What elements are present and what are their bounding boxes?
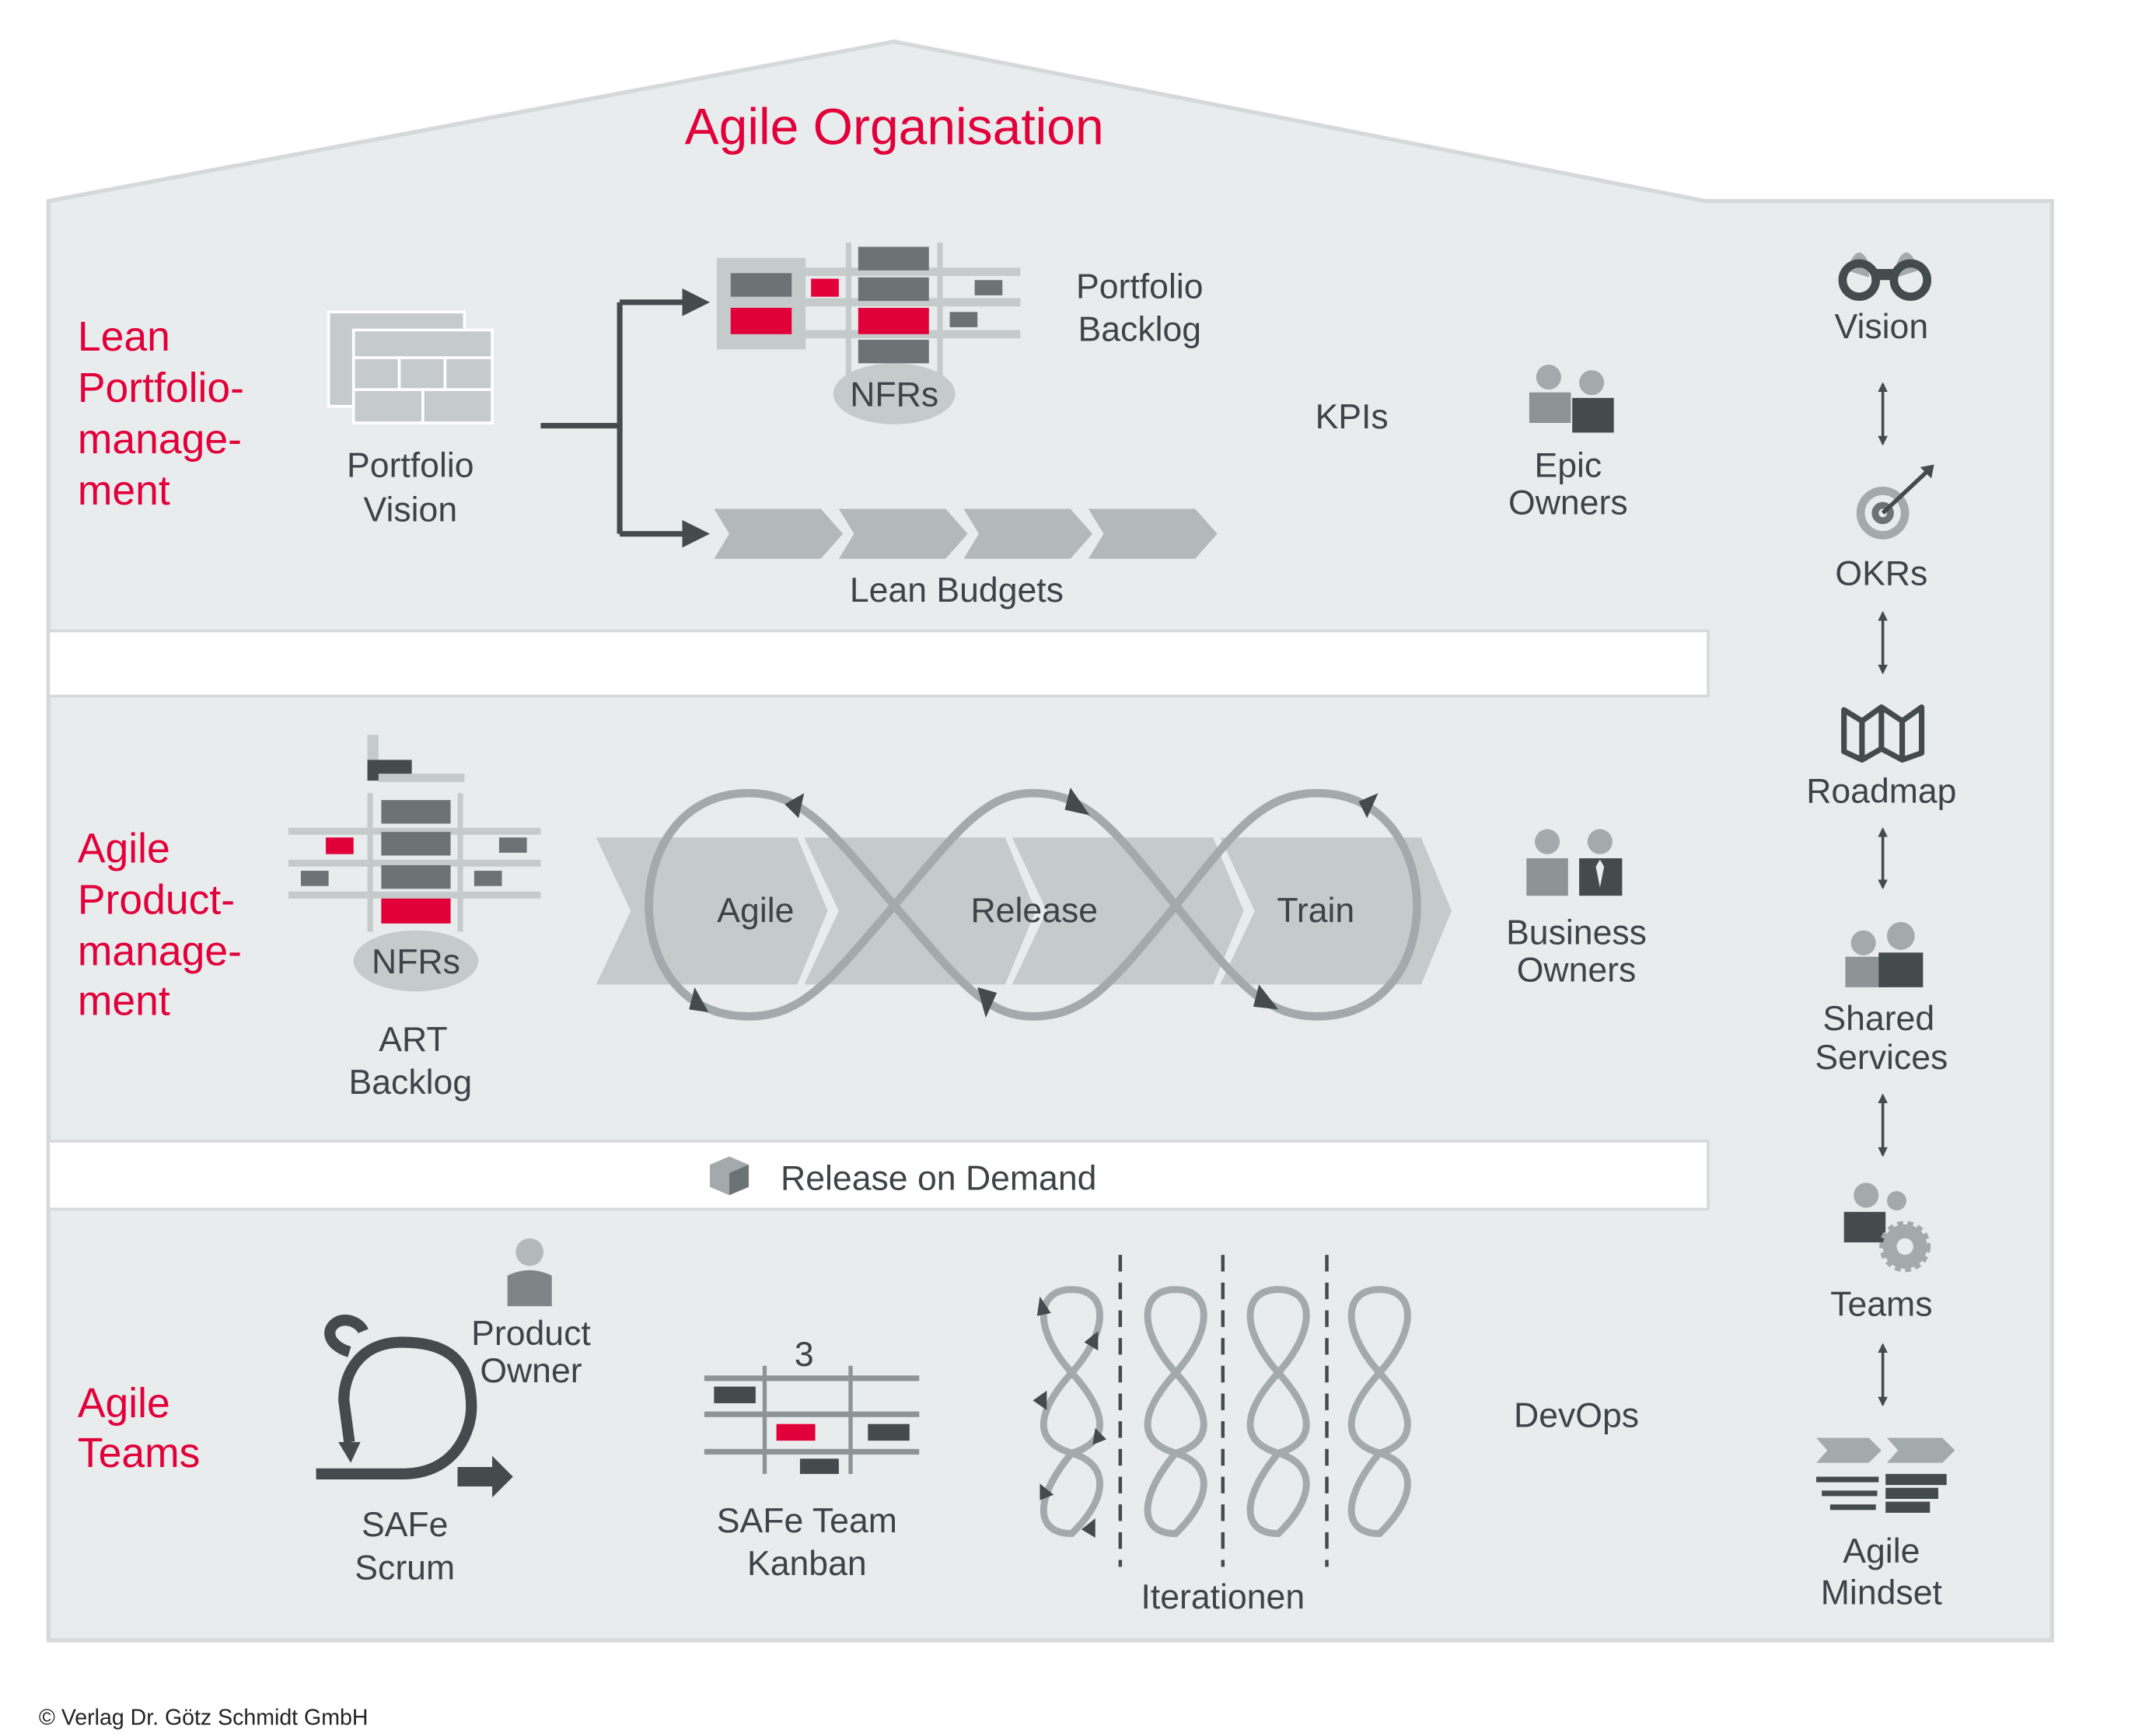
- label: ment: [78, 979, 170, 1025]
- label: NFRs: [372, 943, 460, 981]
- label: ment: [78, 468, 170, 514]
- package-icon: [710, 1156, 749, 1196]
- iteration-arrowheads: [1033, 1296, 1107, 1538]
- label: Agile: [1843, 1532, 1920, 1570]
- label: Product: [471, 1315, 591, 1353]
- copyright: © Verlag Dr. Götz Schmidt GmbH: [39, 1706, 368, 1731]
- label: NFRs: [850, 376, 938, 414]
- iteration-dividers: [1118, 1255, 1329, 1567]
- team-gear-icon: [1843, 1182, 1931, 1273]
- label: Lean Budgets: [850, 571, 1064, 610]
- label: Epic: [1534, 447, 1602, 485]
- label: DevOps: [1514, 1396, 1639, 1434]
- level-label-product: Agile Product- manage- ment: [78, 826, 242, 1024]
- label: Shared: [1822, 1000, 1934, 1038]
- label: Agile: [717, 892, 794, 930]
- map-icon: [1841, 704, 1925, 763]
- label: Release: [971, 892, 1099, 930]
- infinity-loop: [645, 788, 1421, 1021]
- kanban-board-icon: [704, 1365, 920, 1474]
- iteration-loops: [1040, 1286, 1411, 1538]
- label: Owner: [480, 1352, 582, 1390]
- gap-band-2: [47, 1140, 1710, 1211]
- label: manage-: [78, 417, 242, 463]
- shared-services-icon: [1845, 922, 1924, 987]
- branch-connector: [540, 288, 711, 548]
- label: 3: [795, 1336, 814, 1374]
- binoculars-icon: [1838, 252, 1932, 302]
- label: Vision: [364, 491, 458, 529]
- scrum-cycle-icon: [316, 1315, 477, 1480]
- label: Release on Demand: [781, 1159, 1096, 1197]
- label: SAFe Team: [717, 1502, 897, 1540]
- label: Lean: [78, 314, 170, 360]
- label: Business: [1506, 914, 1647, 952]
- art-backlog-icon: [288, 735, 541, 992]
- label: Portfolio-: [78, 365, 244, 411]
- label: Backlog: [1078, 311, 1202, 349]
- level-label-portfolio: Lean Portfolio- manage- ment: [78, 314, 244, 514]
- scrum-arrowhead-icon: [338, 1441, 361, 1463]
- label: Services: [1815, 1039, 1948, 1077]
- label: Iterationen: [1141, 1578, 1305, 1616]
- label: Kanban: [747, 1545, 867, 1583]
- label: Teams: [78, 1430, 201, 1476]
- portfolio-vision-icon: [327, 310, 494, 424]
- label: Product-: [78, 877, 235, 923]
- level-label-teams: Agile Teams: [78, 1381, 201, 1476]
- product-owner-icon: [507, 1238, 552, 1307]
- label: SAFe: [362, 1506, 448, 1544]
- label: Teams: [1830, 1286, 1932, 1324]
- diagram-title: Agile Organisation: [685, 97, 1104, 155]
- scrum-output-arrow-icon: [457, 1455, 513, 1498]
- label: Train: [1277, 892, 1354, 930]
- label: OKRs: [1835, 555, 1927, 593]
- portfolio-backlog-icon: [716, 243, 1021, 424]
- label: Backlog: [349, 1064, 473, 1102]
- label: Owners: [1508, 484, 1628, 522]
- label: Portfolio: [1076, 267, 1204, 306]
- label: Scrum: [355, 1549, 455, 1587]
- label: Agile: [78, 826, 170, 871]
- business-owners-icon: [1526, 829, 1623, 896]
- target-icon: [1856, 464, 1934, 540]
- label: Roadmap: [1806, 773, 1956, 811]
- label: Owners: [1517, 952, 1637, 990]
- label: KPIs: [1316, 398, 1389, 436]
- gap-band-1: [47, 629, 1710, 698]
- label: ART: [379, 1021, 447, 1059]
- label: manage-: [78, 928, 242, 974]
- epic-owners-icon: [1529, 365, 1614, 433]
- label: Agile: [78, 1381, 170, 1427]
- lean-budgets-chevrons: [714, 508, 1218, 559]
- agile-mindset-icon: [1816, 1437, 1955, 1513]
- label: Portfolio: [347, 447, 474, 485]
- label: Mindset: [1821, 1574, 1943, 1612]
- loop-arrowheads: [689, 788, 1379, 1018]
- label: Vision: [1835, 308, 1929, 346]
